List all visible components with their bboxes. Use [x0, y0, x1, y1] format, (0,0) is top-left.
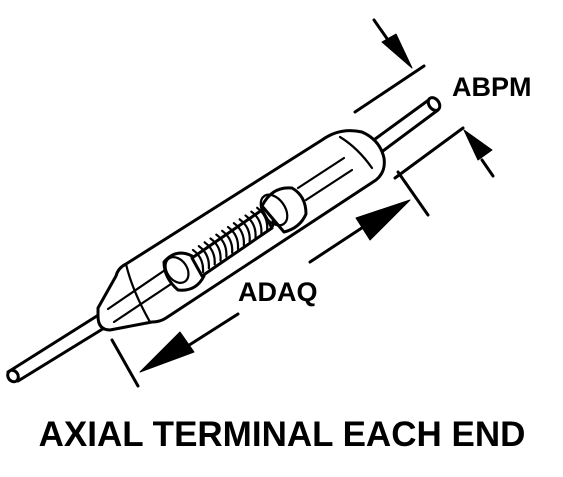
coil-turn [250, 210, 263, 235]
coil-turn [215, 233, 228, 258]
coil-turn [232, 222, 245, 247]
caption: AXIAL TERMINAL EACH END [39, 415, 526, 454]
coil-turn [221, 229, 234, 254]
coil-turn [203, 241, 216, 266]
internal-lead [106, 156, 354, 324]
coil-element [190, 202, 275, 278]
coil-turn [197, 245, 210, 270]
dimension-body-length [110, 170, 430, 388]
right-slug [259, 186, 308, 234]
coil-turn [191, 248, 205, 274]
coil-turn [209, 237, 222, 262]
coil-turn [244, 214, 257, 239]
body-length-label: ADAQ [238, 277, 318, 307]
lead-diameter-label: ABPM [452, 72, 532, 102]
dimension-lead-diameter [353, 18, 495, 180]
coil-turn [226, 225, 240, 251]
coil-turn [238, 218, 251, 243]
